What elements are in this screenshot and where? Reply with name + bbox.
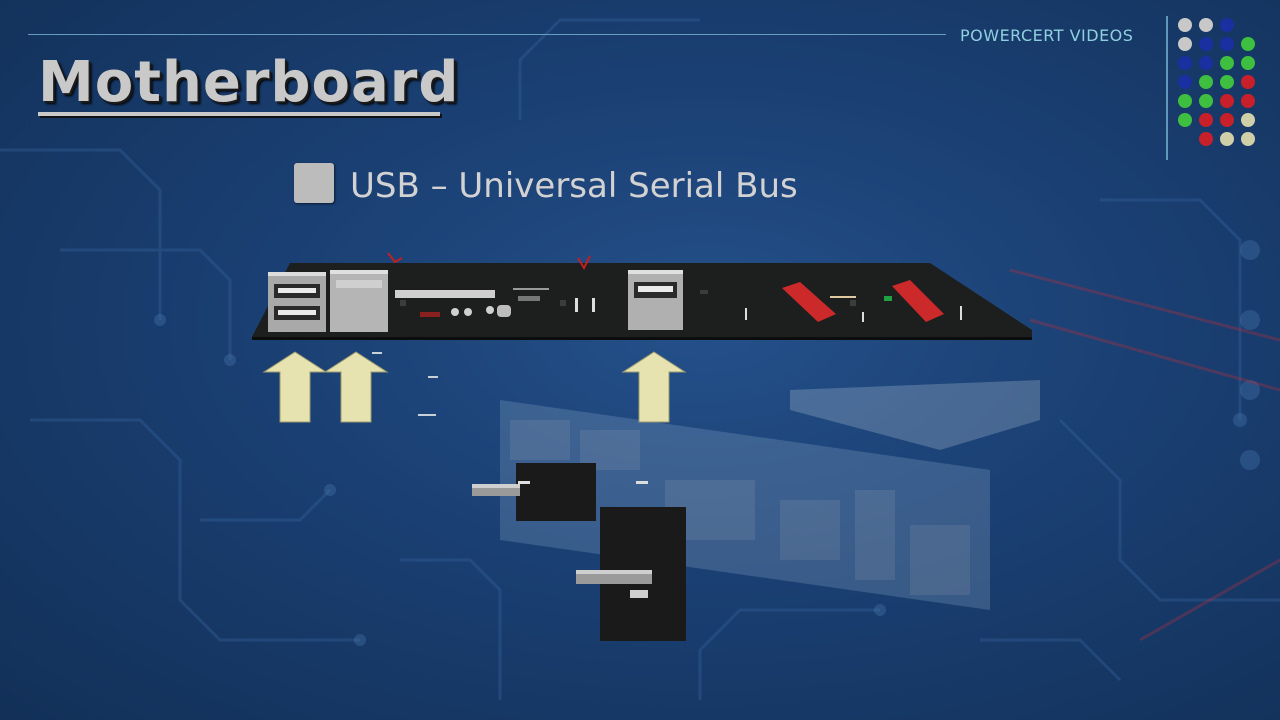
logo-dot <box>1178 37 1192 51</box>
logo-dot <box>1220 56 1234 70</box>
logo-dot <box>1199 113 1213 127</box>
logo-dot <box>1241 37 1255 51</box>
logo-dot <box>1241 75 1255 89</box>
bullet-icon <box>294 163 334 203</box>
logo-dot <box>1220 113 1234 127</box>
usb-cable-icon <box>472 463 686 641</box>
page-title: Motherboard <box>38 50 460 115</box>
logo-dot <box>1241 94 1255 108</box>
logo-divider <box>1166 16 1168 160</box>
logo-dot <box>1220 37 1234 51</box>
logo-dot <box>1199 94 1213 108</box>
logo-dot <box>1178 75 1192 89</box>
logo-dot <box>1220 75 1234 89</box>
logo-dot <box>1178 18 1192 32</box>
logo-dot <box>1241 132 1255 146</box>
logo-dot <box>1241 113 1255 127</box>
logo-dot <box>1199 37 1213 51</box>
header-divider <box>28 34 946 35</box>
logo-dot <box>1178 113 1192 127</box>
logo-dot <box>1199 56 1213 70</box>
brand-logo-dots <box>1178 18 1270 158</box>
title-underline <box>38 112 440 116</box>
logo-dot <box>1199 132 1213 146</box>
logo-dot <box>1178 56 1192 70</box>
brand-label: POWERCERT VIDEOS <box>960 26 1134 45</box>
logo-dot <box>1220 18 1234 32</box>
logo-dot <box>1220 94 1234 108</box>
logo-dot <box>1241 56 1255 70</box>
logo-dot <box>1199 18 1213 32</box>
logo-dot <box>1220 132 1234 146</box>
usb-port-icon <box>268 272 326 332</box>
topic-heading: USB – Universal Serial Bus <box>350 166 798 206</box>
up-arrow-icon <box>262 351 687 423</box>
logo-dot <box>1178 94 1192 108</box>
logo-dot <box>1199 75 1213 89</box>
